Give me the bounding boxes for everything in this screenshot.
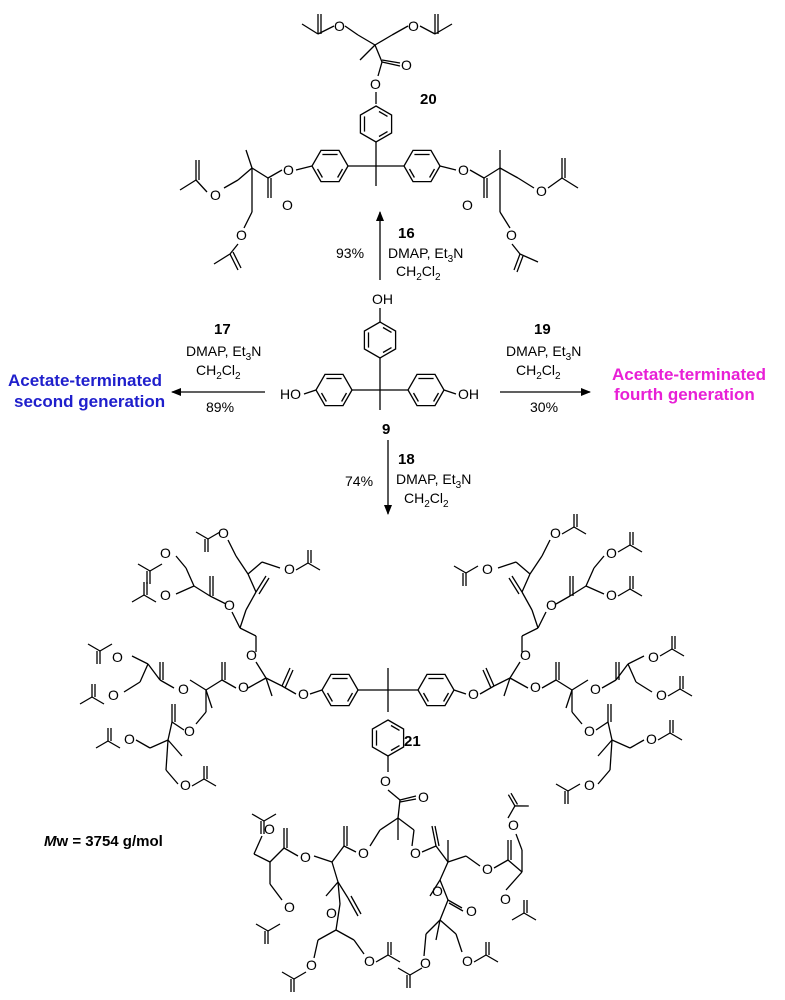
svg-text:O: O xyxy=(536,183,547,199)
svg-text:O: O xyxy=(466,903,477,919)
reagent-19-label: 19 xyxy=(534,321,551,338)
conditions-right-line1: DMAP, Et3N xyxy=(506,343,581,363)
conditions-left-line1: DMAP, Et3N xyxy=(186,343,261,363)
svg-text:O: O xyxy=(482,561,493,577)
svg-text:O: O xyxy=(482,861,493,877)
svg-text:O: O xyxy=(364,953,375,969)
svg-text:O: O xyxy=(530,679,541,695)
second-generation-product-line2: second generation xyxy=(14,392,165,411)
svg-text:O: O xyxy=(584,723,595,739)
svg-text:O: O xyxy=(224,597,235,613)
svg-text:O: O xyxy=(606,587,617,603)
oh-right: OH xyxy=(458,386,479,402)
conditions-up-line1: DMAP, Et3N xyxy=(388,245,463,265)
compound-20-structure: O O O O O O O xyxy=(179,14,579,273)
compound-20-label: 20 xyxy=(420,91,437,108)
svg-text:O: O xyxy=(606,545,617,561)
svg-text:O: O xyxy=(284,561,295,577)
svg-text:O: O xyxy=(408,18,419,34)
svg-text:O: O xyxy=(590,681,601,697)
svg-text:O: O xyxy=(210,187,221,203)
svg-text:O: O xyxy=(648,649,659,665)
svg-text:O: O xyxy=(326,905,337,921)
svg-text:O: O xyxy=(124,731,135,747)
reagent-17-label: 17 xyxy=(214,321,231,338)
fourth-generation-product-line1: Acetate-terminated xyxy=(612,365,766,384)
svg-text:O: O xyxy=(283,162,294,178)
yield-down: 74% xyxy=(345,473,373,489)
svg-text:O: O xyxy=(550,525,561,541)
svg-text:O: O xyxy=(462,197,473,213)
svg-text:O: O xyxy=(500,891,511,907)
svg-text:O: O xyxy=(358,845,369,861)
svg-text:O: O xyxy=(468,686,479,702)
oh-top: OH xyxy=(372,291,393,307)
compound-21-structure: O O O O O O O O O xyxy=(79,513,693,993)
yield-left: 89% xyxy=(206,399,234,415)
reagent-16-label: 16 xyxy=(398,225,415,242)
svg-text:O: O xyxy=(298,686,309,702)
svg-text:O: O xyxy=(218,525,229,541)
conditions-down-line2: CH2Cl2 xyxy=(404,490,449,510)
svg-text:O: O xyxy=(180,777,191,793)
svg-text:O: O xyxy=(108,687,119,703)
molecular-weight: Mw = 3754 g/mol xyxy=(44,833,163,850)
svg-text:O: O xyxy=(458,162,469,178)
svg-text:O: O xyxy=(184,723,195,739)
svg-text:O: O xyxy=(334,18,345,34)
svg-text:O: O xyxy=(160,545,171,561)
conditions-up-line2: CH2Cl2 xyxy=(396,263,441,283)
svg-text:O: O xyxy=(462,953,473,969)
svg-text:O: O xyxy=(418,789,429,805)
svg-text:O: O xyxy=(656,687,667,703)
svg-text:O: O xyxy=(246,647,257,663)
svg-text:O: O xyxy=(306,957,317,973)
compound-21-label: 21 xyxy=(404,733,421,750)
svg-text:O: O xyxy=(508,817,519,833)
yield-right: 30% xyxy=(530,399,558,415)
svg-text:O: O xyxy=(380,773,391,789)
svg-text:O: O xyxy=(282,197,293,213)
svg-text:O: O xyxy=(178,681,189,697)
svg-text:O: O xyxy=(160,587,171,603)
svg-text:O: O xyxy=(410,845,421,861)
yield-up: 93% xyxy=(336,245,364,261)
compound-9-label: 9 xyxy=(382,421,390,438)
reagent-18-label: 18 xyxy=(398,451,415,468)
svg-text:O: O xyxy=(432,883,443,899)
svg-text:O: O xyxy=(264,821,275,837)
fourth-generation-product-line2: fourth generation xyxy=(614,385,755,404)
svg-text:O: O xyxy=(284,899,295,915)
conditions-left-line2: CH2Cl2 xyxy=(196,362,241,382)
svg-text:O: O xyxy=(112,649,123,665)
svg-text:O: O xyxy=(238,679,249,695)
oh-left: HO xyxy=(280,386,301,402)
svg-text:O: O xyxy=(370,76,381,92)
conditions-right-line2: CH2Cl2 xyxy=(516,362,561,382)
svg-text:O: O xyxy=(420,955,431,971)
svg-text:O: O xyxy=(520,647,531,663)
svg-text:O: O xyxy=(300,849,311,865)
svg-text:O: O xyxy=(646,731,657,747)
svg-text:O: O xyxy=(584,777,595,793)
svg-text:O: O xyxy=(546,597,557,613)
svg-text:O: O xyxy=(236,227,247,243)
svg-text:O: O xyxy=(401,57,412,73)
conditions-down-line1: DMAP, Et3N xyxy=(396,471,471,491)
second-generation-product-line1: Acetate-terminated xyxy=(8,371,162,390)
compound-9-structure: OH HO OH xyxy=(280,291,479,410)
svg-text:O: O xyxy=(506,227,517,243)
